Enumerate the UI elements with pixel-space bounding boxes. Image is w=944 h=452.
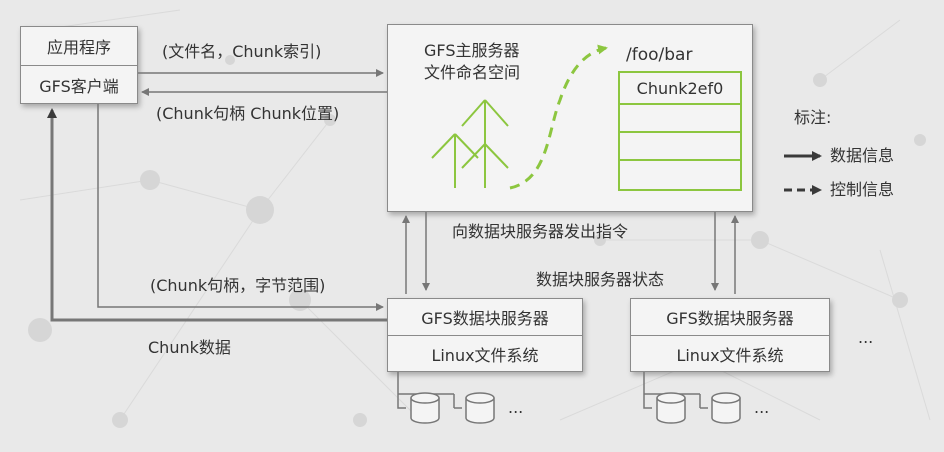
chunk-row <box>620 159 740 161</box>
disk-icon <box>465 392 495 424</box>
instruction-label: 向数据块服务器发出指令 <box>452 222 629 241</box>
legend-title: 标注: <box>794 108 832 127</box>
chunkserver-ellipsis: ... <box>858 328 874 347</box>
legend-control-label: 控制信息 <box>830 180 895 199</box>
range-request-label: (Chunk句柄，字节范围) <box>150 276 326 295</box>
chunk-table: Chunk2ef0 <box>618 71 742 191</box>
state-label: 数据块服务器状态 <box>536 270 665 289</box>
request-label: (文件名，Chunk索引) <box>162 42 322 61</box>
chunkserver-title: GFS数据块服务器 <box>421 309 549 328</box>
chunkserver-box-2: GFS数据块服务器 Linux文件系统 <box>630 298 830 372</box>
disk-group-1 <box>397 372 462 409</box>
reply-label: (Chunk句柄 Chunk位置) <box>156 104 340 123</box>
chunk-row <box>620 131 740 133</box>
master-box: GFS主服务器 文件命名空间 /foo/bar Chunk2ef0 <box>387 24 753 212</box>
chunk-data-arrow <box>47 108 387 322</box>
range-request-arrow <box>97 104 384 311</box>
master-title: GFS主服务器 <box>424 41 520 60</box>
chunkserver-fs: Linux文件系统 <box>631 335 829 371</box>
chunkserver-title: GFS数据块服务器 <box>666 309 794 328</box>
client-label: GFS客户端 <box>21 65 137 103</box>
disk-ellipsis: ... <box>508 398 524 417</box>
chunk-id-cell: Chunk2ef0 <box>636 78 724 98</box>
namespace-label: 文件命名空间 <box>424 63 521 82</box>
lookup-dashed-arrow <box>509 44 608 190</box>
disk-icon <box>711 392 741 424</box>
chunkserver-fs: Linux文件系统 <box>388 335 582 371</box>
app-label: 应用程序 <box>46 38 111 57</box>
client-box: 应用程序 GFS客户端 <box>20 26 138 104</box>
chunk-data-label: Chunk数据 <box>148 338 231 357</box>
disk-icon <box>410 392 440 424</box>
disk-ellipsis: ... <box>754 398 770 417</box>
chunk-row <box>620 103 740 105</box>
chunkserver-box-1: GFS数据块服务器 Linux文件系统 <box>387 298 583 372</box>
legend-data-label: 数据信息 <box>830 146 895 165</box>
namespace-tree-icon <box>431 99 509 188</box>
file-path: /foo/bar <box>626 45 693 65</box>
disk-icon <box>656 392 686 424</box>
